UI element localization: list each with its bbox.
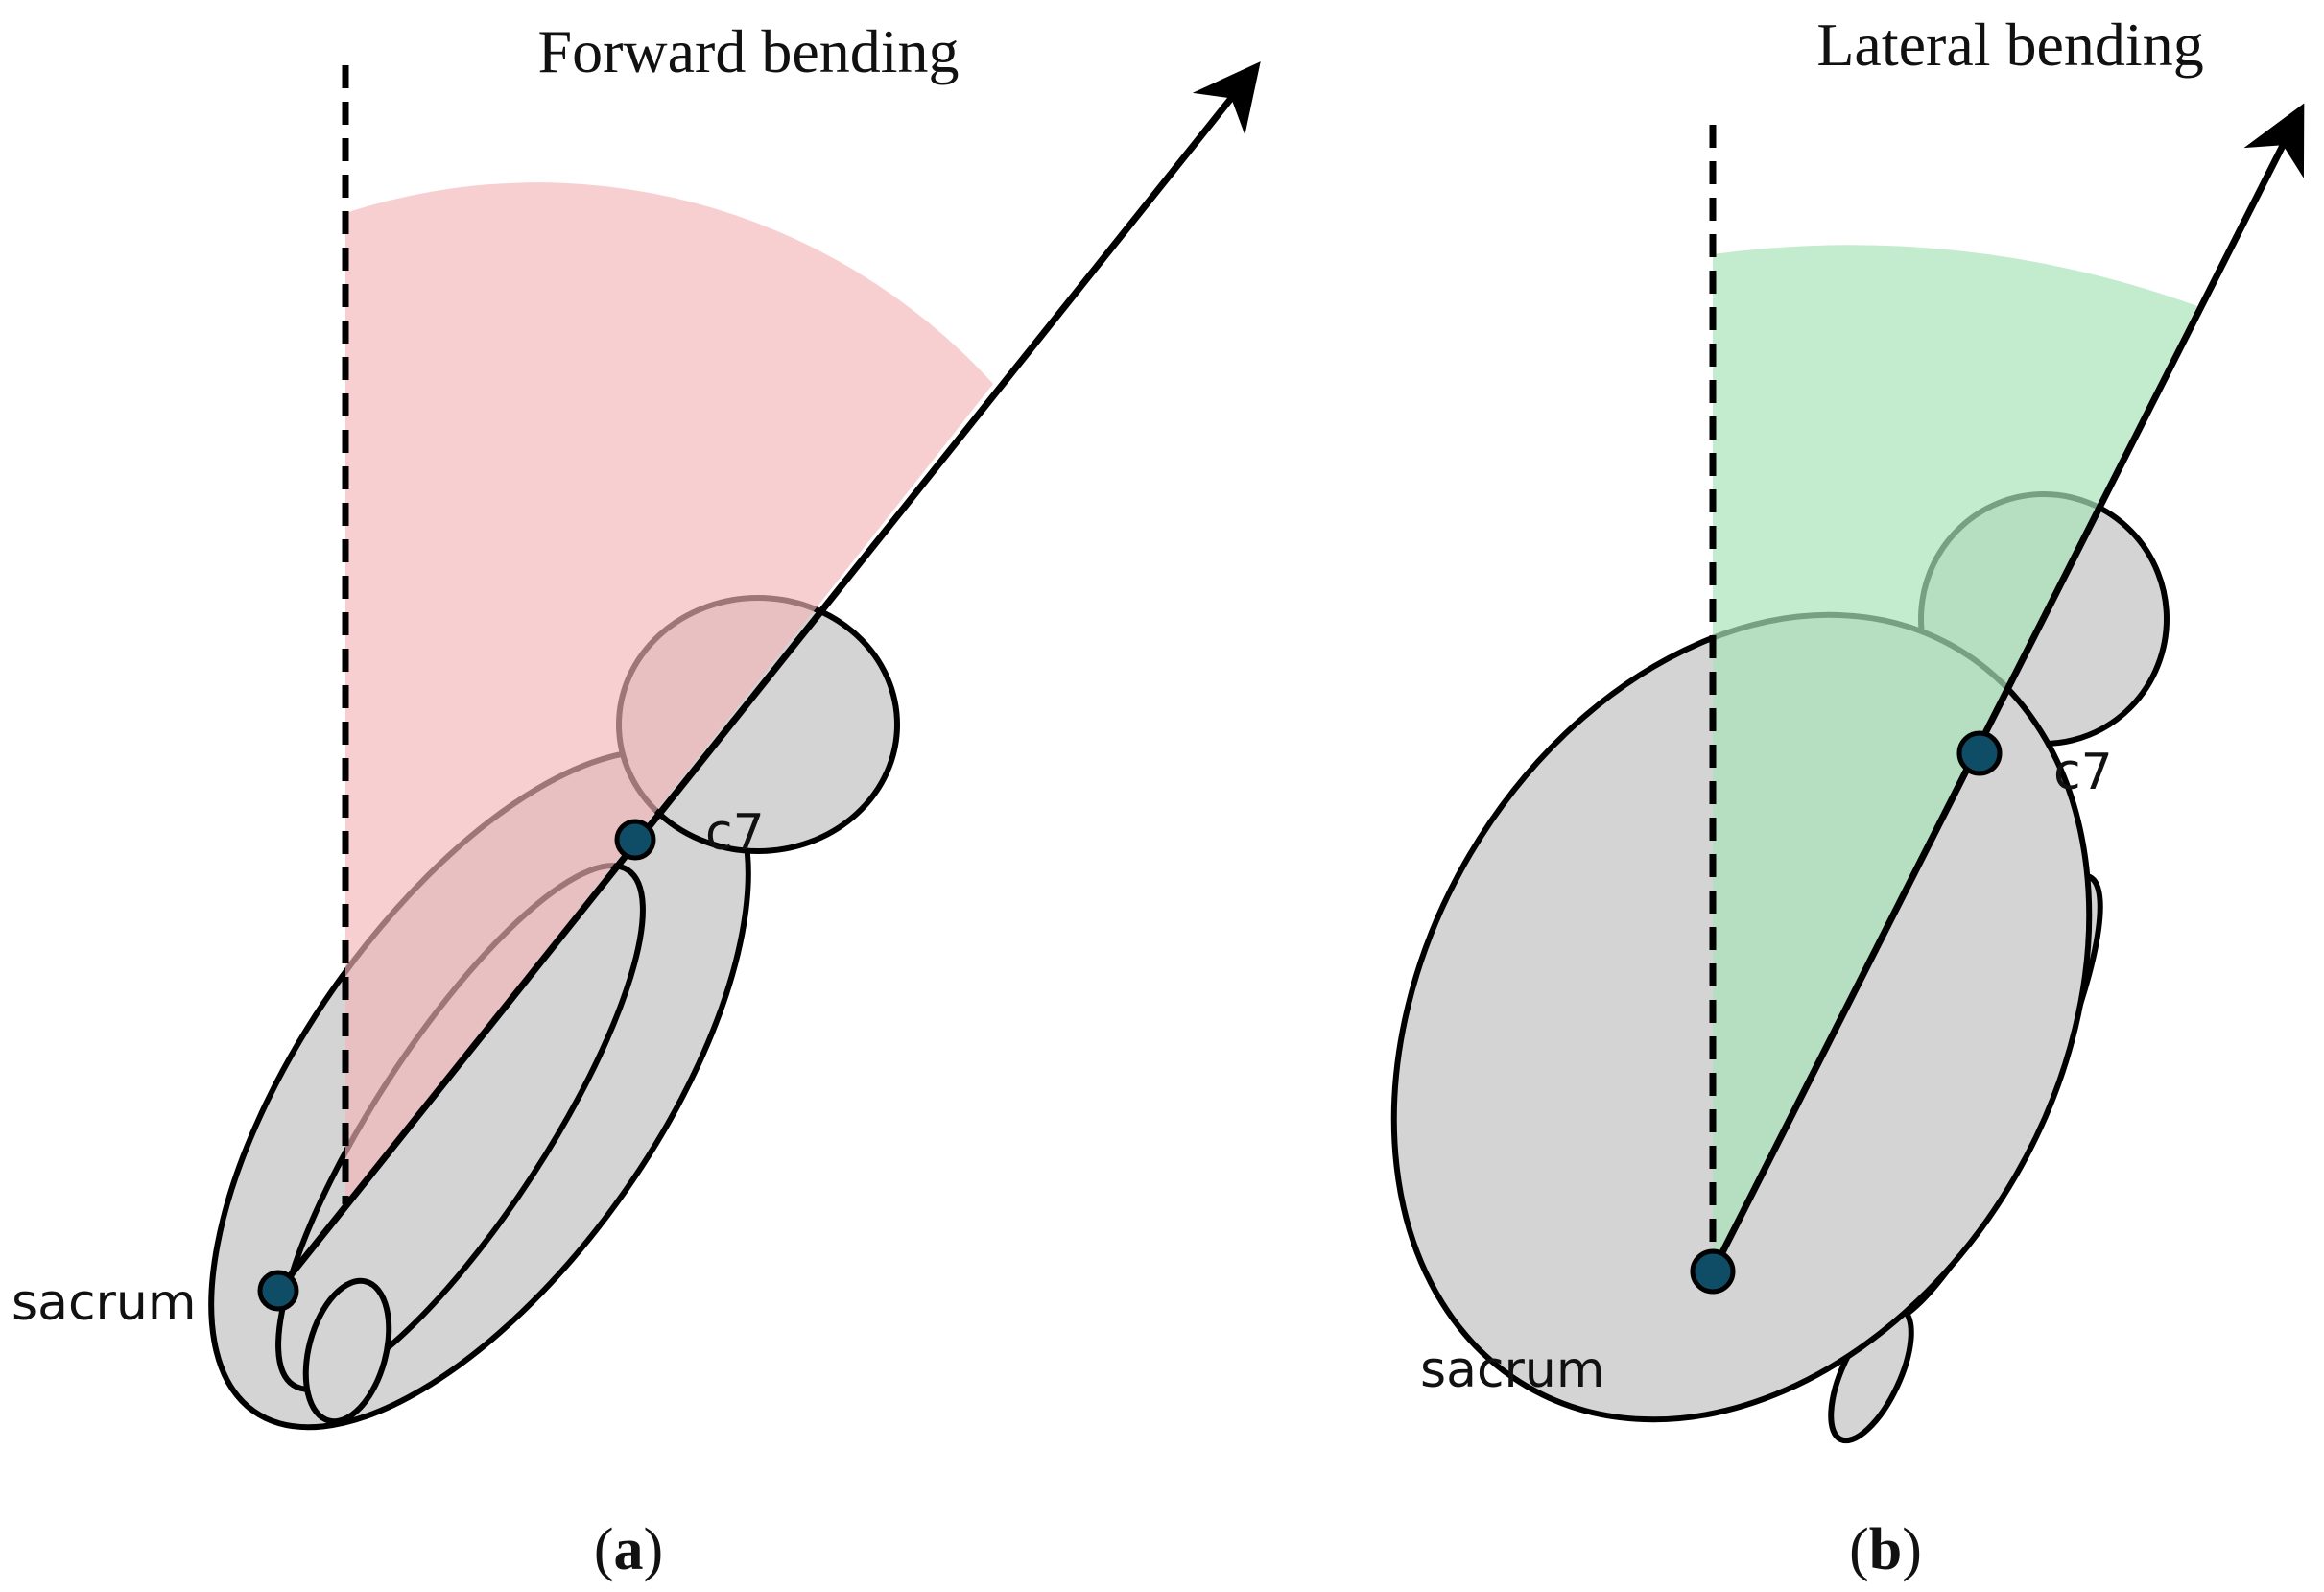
panel-b-angle-sector [1713,245,2197,1272]
panel-b-title: Lateral bending [1816,11,2203,79]
panel-b-c7-marker [1956,730,2003,776]
panel-forward-bending: Forward bending c7 sacrum (a) [12,17,1261,1582]
panel-a-caption: (a) [594,1517,663,1582]
panel-a-c7-label: c7 [705,804,765,862]
panel-a-c7-marker [614,819,656,861]
panel-a-hand [302,1277,392,1425]
panel-a-title: Forward bending [537,17,959,85]
panel-a-angle-sector [345,182,993,1204]
panel-lateral-bending: Lateral bending c7 sacrum (b) [1390,11,2305,1582]
panel-a-trunk-axis-arrow [275,61,1261,1294]
panel-b-c7-label: c7 [2053,744,2113,801]
panel-a-sacrum-label: sacrum [12,1274,197,1332]
panel-b-trunk-axis-arrow [1709,103,2305,1273]
panel-a-sacrum-marker [257,1270,299,1312]
panel-b-sacrum-marker [1690,1248,1736,1295]
panel-b-sacrum-label: sacrum [1420,1342,1605,1399]
panel-b-caption: (b) [1849,1517,1922,1582]
